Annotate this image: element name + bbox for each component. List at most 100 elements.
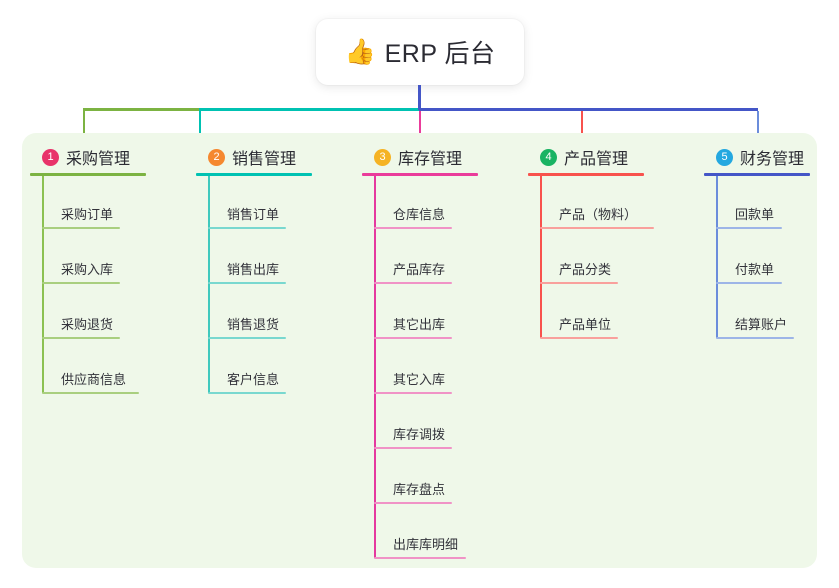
branch-item-label: 库存盘点 bbox=[393, 482, 446, 497]
branch-item-underline bbox=[374, 282, 452, 284]
branch-item-underline bbox=[716, 227, 782, 229]
branch-item[interactable]: 销售订单 bbox=[196, 176, 312, 231]
branch-item-label: 其它入库 bbox=[393, 372, 446, 387]
branch-item[interactable]: 付款单 bbox=[704, 231, 810, 286]
branch-item-underline bbox=[540, 337, 618, 339]
branch-item[interactable]: 产品单位 bbox=[528, 286, 644, 341]
branch-title: 产品管理 bbox=[564, 151, 629, 168]
branch-spine bbox=[374, 176, 376, 558]
branch-item[interactable]: 回款单 bbox=[704, 176, 810, 231]
branch-item-label: 结算账户 bbox=[735, 317, 788, 332]
branches-panel bbox=[22, 133, 817, 568]
branch-items-product: 产品（物料） 产品分类产品单位 bbox=[528, 176, 654, 341]
branch-items-purchasing: 采购订单采购入库采购退货供应商信息 bbox=[30, 176, 146, 396]
branch-item-label: 库存调拨 bbox=[393, 427, 446, 442]
drop-inventory bbox=[419, 111, 421, 140]
thumbs-up-icon: 👍 bbox=[344, 37, 376, 66]
branch-item-underline bbox=[374, 557, 466, 559]
branch-item-label: 出库库明细 bbox=[393, 537, 459, 552]
branch-item[interactable]: 库存盘点 bbox=[362, 451, 478, 506]
branch-item[interactable]: 出库库明细 bbox=[362, 506, 478, 561]
branch-title: 财务管理 bbox=[740, 151, 805, 168]
branch-items-sales: 销售订单销售出库销售退货客户信息 bbox=[196, 176, 312, 396]
branch-item-label: 销售订单 bbox=[227, 207, 280, 222]
drop-sales bbox=[199, 111, 201, 140]
branch-item[interactable]: 供应商信息 bbox=[30, 341, 146, 396]
branch-item[interactable]: 采购入库 bbox=[30, 231, 146, 286]
branch-item-underline bbox=[42, 227, 120, 229]
branch-item-underline bbox=[374, 227, 452, 229]
branch-spine bbox=[42, 176, 44, 393]
branch-items-finance: 回款单付款单结算账户 bbox=[704, 176, 810, 341]
branch-item[interactable]: 结算账户 bbox=[704, 286, 810, 341]
branch-item-underline bbox=[42, 337, 120, 339]
branch-item-underline bbox=[42, 282, 120, 284]
branch-item[interactable]: 销售出库 bbox=[196, 231, 312, 286]
branch-underline bbox=[362, 173, 478, 176]
bus-segment-blue bbox=[419, 108, 758, 111]
branch-item[interactable]: 客户信息 bbox=[196, 341, 312, 396]
branch-item[interactable]: 采购订单 bbox=[30, 176, 146, 231]
branch-header-sales[interactable]: 2 销售管理 bbox=[196, 146, 312, 168]
branch-item-underline bbox=[208, 227, 286, 229]
branch-number-badge: 4 bbox=[540, 148, 557, 166]
branch-item-underline bbox=[374, 337, 452, 339]
bus-segment-teal bbox=[199, 108, 419, 111]
branch-underline bbox=[196, 173, 312, 176]
branch-item-label: 产品（物料） bbox=[559, 207, 638, 222]
branch-underline bbox=[528, 173, 644, 176]
branch-item[interactable]: 产品分类 bbox=[528, 231, 644, 286]
branch-item-label: 付款单 bbox=[735, 262, 775, 277]
branch-item-underline bbox=[540, 282, 618, 284]
branch-item-label: 仓库信息 bbox=[393, 207, 446, 222]
branch-number-badge: 1 bbox=[42, 148, 59, 166]
branch-item[interactable]: 其它出库 bbox=[362, 286, 478, 341]
branch-item[interactable]: 其它入库 bbox=[362, 341, 478, 396]
root-stem-connector bbox=[418, 85, 421, 110]
branch-spine bbox=[716, 176, 718, 338]
branch-column-product: 4 产品管理产品（物料） 产品分类产品单位 bbox=[528, 146, 654, 341]
branch-item-underline bbox=[374, 392, 452, 394]
branch-item[interactable]: 库存调拨 bbox=[362, 396, 478, 451]
branch-underline bbox=[704, 173, 810, 176]
branch-item[interactable]: 产品库存 bbox=[362, 231, 478, 286]
branch-item-underline bbox=[374, 447, 452, 449]
branch-column-inventory: 3 库存管理仓库信息产品库存其它出库其它入库库存调拨库存盘点出库库明细 bbox=[362, 146, 478, 561]
branch-item-label: 产品库存 bbox=[393, 262, 446, 277]
drop-product bbox=[581, 111, 583, 140]
branch-item-label: 采购退货 bbox=[61, 317, 114, 332]
branch-item-label: 销售退货 bbox=[227, 317, 280, 332]
branch-item-underline bbox=[716, 337, 794, 339]
branch-item-label: 产品单位 bbox=[559, 317, 612, 332]
branch-column-sales: 2 销售管理销售订单销售出库销售退货客户信息 bbox=[196, 146, 312, 396]
branch-item[interactable]: 产品（物料） bbox=[528, 176, 654, 231]
branch-item-label: 产品分类 bbox=[559, 262, 612, 277]
branch-item-label: 客户信息 bbox=[227, 372, 280, 387]
root-node[interactable]: 👍 ERP 后台 bbox=[316, 19, 524, 85]
branch-header-inventory[interactable]: 3 库存管理 bbox=[362, 146, 478, 168]
branch-item-label: 采购入库 bbox=[61, 262, 114, 277]
branch-item-underline bbox=[208, 337, 286, 339]
branch-item-label: 回款单 bbox=[735, 207, 775, 222]
branch-item-underline bbox=[42, 392, 139, 394]
branch-title: 库存管理 bbox=[398, 151, 463, 168]
branch-item[interactable]: 仓库信息 bbox=[362, 176, 478, 231]
branch-item[interactable]: 销售退货 bbox=[196, 286, 312, 341]
branch-item-label: 采购订单 bbox=[61, 207, 114, 222]
branch-header-product[interactable]: 4 产品管理 bbox=[528, 146, 644, 168]
root-title: ERP 后台 bbox=[384, 40, 496, 68]
branch-number-badge: 2 bbox=[208, 148, 225, 166]
drop-purchasing bbox=[83, 111, 85, 140]
branch-items-inventory: 仓库信息产品库存其它出库其它入库库存调拨库存盘点出库库明细 bbox=[362, 176, 478, 561]
branch-item-underline bbox=[716, 282, 782, 284]
branch-number-badge: 3 bbox=[374, 148, 391, 166]
branch-spine bbox=[208, 176, 210, 393]
branch-title: 销售管理 bbox=[232, 151, 297, 168]
branch-item[interactable]: 采购退货 bbox=[30, 286, 146, 341]
branch-item-label: 供应商信息 bbox=[61, 372, 127, 387]
